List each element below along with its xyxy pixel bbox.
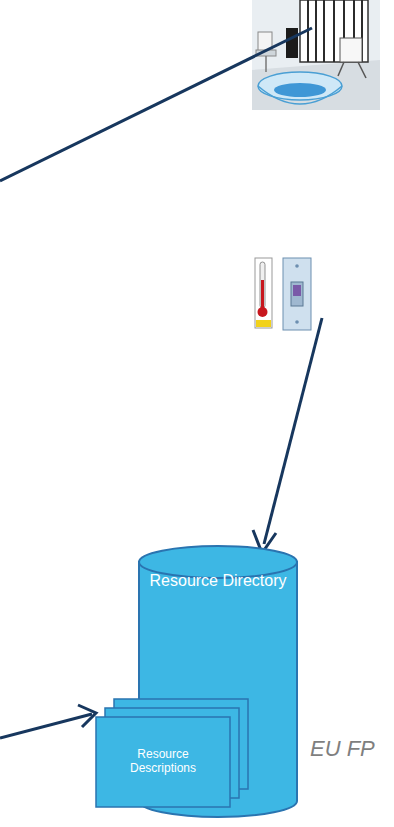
description-pages: Resource Descriptions xyxy=(96,717,230,807)
directory-cylinder: Resource DirectoryResource Descriptions xyxy=(138,545,298,817)
node-text: Resource Descriptions xyxy=(96,747,230,776)
room-illustration xyxy=(252,0,380,110)
light-switch-icon xyxy=(283,258,311,330)
node-text: Resource Directory xyxy=(138,571,298,590)
thermometer-icon xyxy=(255,258,272,328)
footer-label: EU FP xyxy=(310,736,375,762)
